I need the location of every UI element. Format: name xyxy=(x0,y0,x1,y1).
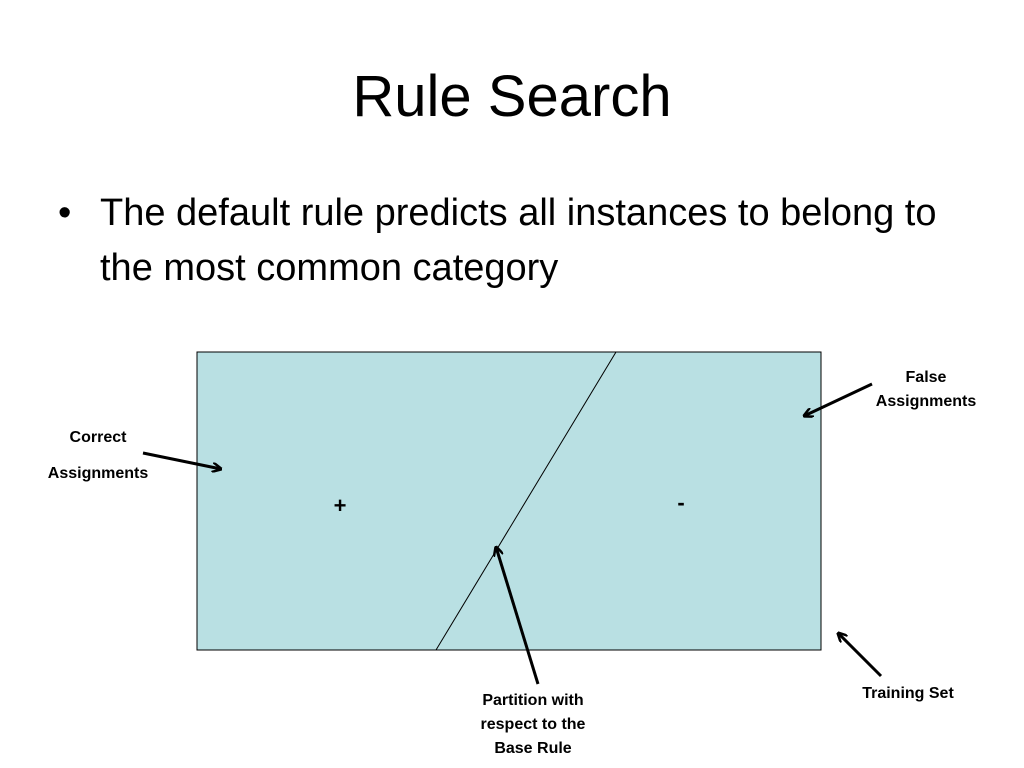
false-assignments-arrow xyxy=(804,382,873,416)
partition-label-line2: respect to the xyxy=(481,716,586,733)
bullet-dot: • xyxy=(58,192,72,234)
partition-line xyxy=(435,351,617,651)
partition-arrow xyxy=(496,547,540,685)
bullet-list: • The default rule predicts all instance… xyxy=(58,186,958,296)
false-assignments-label-line2: Assignments xyxy=(876,393,977,410)
slide-title: Rule Search xyxy=(352,64,672,129)
bullet-item: • The default rule predicts all instance… xyxy=(58,186,958,296)
correct-assignments-label-line1: Correct xyxy=(70,429,128,446)
plus-label: + xyxy=(334,493,347,518)
training-set-rect xyxy=(196,351,822,651)
bullet-text: The default rule predicts all instances … xyxy=(100,192,937,289)
correct-assignments-label-line2: Assignments xyxy=(48,465,149,482)
minus-label: - xyxy=(677,490,684,515)
partition-label-line1: Partition with xyxy=(482,692,583,709)
correct-assignments-arrow xyxy=(142,451,221,469)
training-set-arrow xyxy=(838,633,883,678)
training-set-label: Training Set xyxy=(862,685,954,702)
partition-label-line3: Base Rule xyxy=(494,740,571,757)
false-assignments-label-line1: False xyxy=(906,369,947,386)
